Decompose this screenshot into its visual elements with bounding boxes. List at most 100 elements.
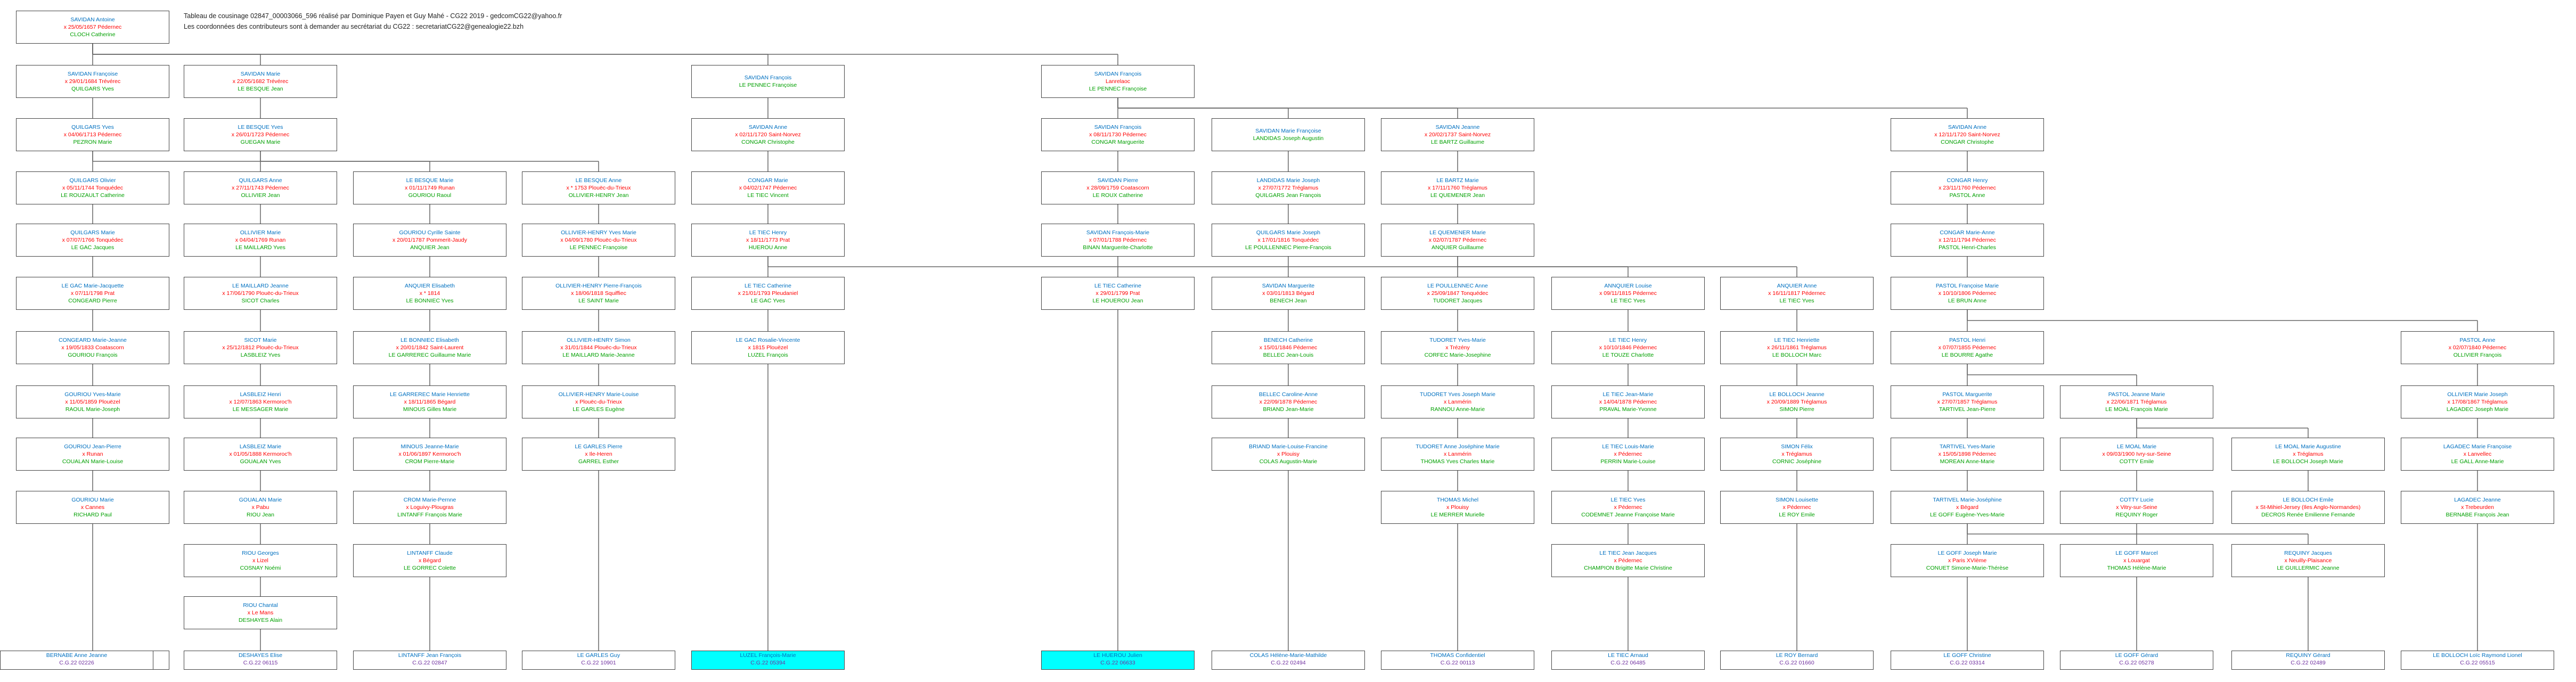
spouse-name: LE POULLENNEC Pierre-François — [1245, 244, 1331, 251]
marriage-info: x 17/01/1816 Tonquédec — [1257, 237, 1319, 243]
spouse-name: MOREAN Anne-Marie — [1940, 458, 1995, 465]
marriage-info: x Tréglamus — [1781, 451, 1812, 457]
spouse-name: MINOUS Gilles Marie — [403, 406, 457, 413]
marriage-info: x 23/11/1760 Pédernec — [1939, 185, 1996, 191]
person-name: TUDORET Yves Joseph Marie — [1420, 391, 1495, 398]
spouse-name: LE ROUX Catherine — [1092, 192, 1143, 199]
person-name: OLLIVIER Marie Joseph — [2447, 391, 2508, 398]
spouse-name: COSNAY Noémi — [240, 565, 281, 571]
spouse-name: RAOUL Marie-Joseph — [65, 406, 120, 413]
marriage-info: x 20/01/1842 Saint-Laurent — [396, 344, 464, 351]
spouse-name: GUEGAN Marie — [240, 139, 281, 145]
person-name: LANDIDAS Marie Joseph — [1256, 177, 1320, 184]
marriage-info: x Tréglamus — [2293, 451, 2324, 457]
person-name: LE TIEC Catherine — [1094, 283, 1141, 289]
marriage-info: x * 1814 — [419, 290, 440, 297]
spouse-name: COTTY Emile — [2119, 458, 2154, 465]
spouse-name: LE BOURRE Agathe — [1941, 352, 1993, 358]
person-name: ANNQUIER Louise — [1604, 283, 1652, 289]
person-name: LE MOAL Marie Augustine — [2275, 443, 2341, 450]
marriage-info: x 20/09/1889 Tréglamus — [1767, 399, 1827, 405]
marriage-info: x 08/11/1730 Pédernec — [1089, 132, 1147, 138]
contributor-name: REQUINY Gérard — [2286, 652, 2330, 659]
spouse-name: LE GAC Yves — [750, 298, 785, 304]
spouse-name: LE ROUZAULT Catherine — [61, 192, 125, 199]
person-name: LE TIEC Henriette — [1774, 337, 1820, 343]
marriage-info: x Bégard — [418, 557, 441, 564]
person-name: LE BARTZ Marie — [1436, 177, 1479, 184]
spouse-name: SIMON Pierre — [1779, 406, 1814, 413]
spouse-name: LE HOUEROU Jean — [1092, 298, 1143, 304]
spouse-name: CHAMPION Brigitte Marie Christine — [1584, 565, 1672, 571]
contributor-code: C.G.22 03314 — [1950, 660, 1985, 666]
person-name: ANQUIER Elisabeth — [405, 283, 455, 289]
spouse-name: LE SAINT Marie — [578, 298, 619, 304]
person-name: SAVIDAN Anne — [748, 124, 788, 130]
marriage-info: x 1815 Plouëzel — [748, 344, 788, 351]
person-name: TUDORET Anne Joséphine Marie — [1416, 443, 1500, 450]
spouse-name: BELLEC Jean-Louis — [1263, 352, 1314, 358]
marriage-info: x 05/11/1744 Tonquédec — [62, 185, 124, 191]
spouse-name: LANDIDAS Joseph Augustin — [1253, 135, 1324, 142]
marriage-info: x 12/11/1794 Pédernec — [1939, 237, 1996, 243]
spouse-name: LE TIEC Vincent — [747, 192, 789, 199]
marriage-info: x 22/05/1682 Trévérec — [232, 78, 289, 85]
spouse-name: CROM Pierre-Marie — [405, 458, 455, 465]
marriage-info: x Trebeurden — [2461, 504, 2494, 511]
contributor-name: DESHAYES Elise — [238, 652, 283, 659]
person-name: GOUALAN Marie — [239, 497, 282, 503]
marriage-info: x 28/09/1759 Coatascorn — [1086, 185, 1149, 191]
person-name: MINOUS Jeanne-Marie — [400, 443, 459, 450]
marriage-info: x 10/10/1846 Pédernec — [1599, 344, 1657, 351]
marriage-info: x 17/08/1867 Tréglamus — [2447, 399, 2508, 405]
marriage-info: x 26/01/1723 Pédernec — [231, 132, 290, 138]
spouse-name: RANNOU Anne-Marie — [1430, 406, 1485, 413]
spouse-name: LE MERRER Murielle — [1430, 512, 1485, 518]
person-name: OLLIVIER-HENRY Pierre-François — [555, 283, 642, 289]
spouse-name: LE QUEMENER Jean — [1430, 192, 1485, 199]
marriage-info: x Runan — [82, 451, 103, 457]
spouse-name: LE PENNEC Françoise — [739, 82, 797, 88]
marriage-info: x Pabu — [251, 504, 269, 511]
spouse-name: CONGAR Marguerite — [1091, 139, 1144, 145]
marriage-info: x 16/11/1817 Pédernec — [1768, 290, 1826, 297]
spouse-name: PRAVAL Marie-Yvonne — [1599, 406, 1657, 413]
spouse-name: QUILGARS Jean François — [1255, 192, 1321, 199]
person-name: LINTANFF Claude — [407, 550, 453, 556]
spouse-name: PASTOL Anne — [1949, 192, 1985, 199]
marriage-info: x 19/05/1833 Coatascorn — [61, 344, 124, 351]
person-name: SIMON Félix — [1781, 443, 1813, 450]
marriage-info: x St-Mihiel-Jersey (Iles Anglo-Normandes… — [2255, 504, 2361, 511]
header-line-2: Les coordonnées des contributeurs sont à… — [184, 23, 524, 30]
spouse-name: LUZEL François — [748, 352, 788, 358]
person-name: QUILGARS Yves — [71, 124, 114, 130]
person-name: LE TIEC Jean Jacques — [1599, 550, 1657, 556]
marriage-info: x 04/04/1769 Runan — [235, 237, 286, 243]
marriage-info: x 02/11/1720 Saint-Norvez — [735, 132, 801, 138]
person-name: LE TIEC Jean-Marie — [1602, 391, 1654, 398]
